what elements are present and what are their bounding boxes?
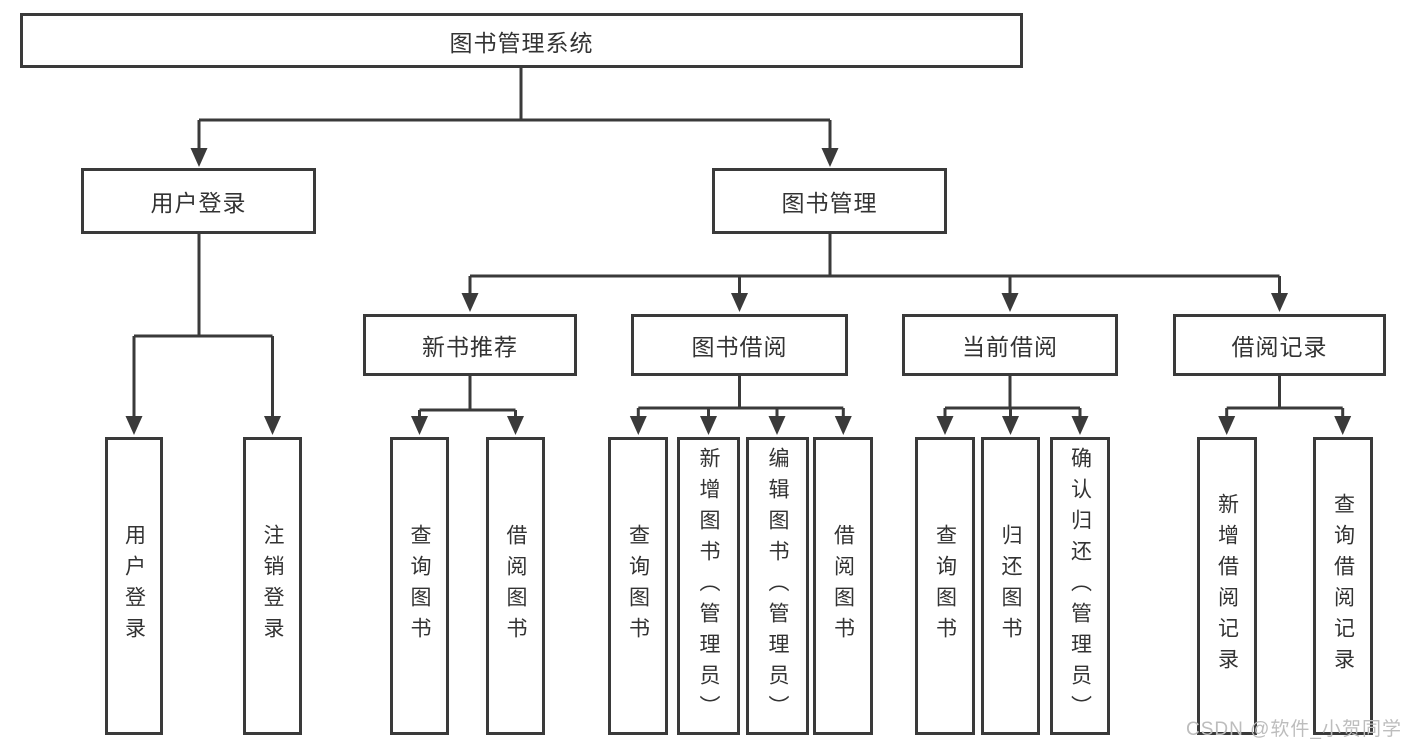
leaf-return-books: 归还图书	[981, 437, 1040, 735]
leaf-label: 查询借阅记录	[1331, 493, 1355, 679]
leaf-logout: 注销登录	[243, 437, 302, 735]
leaf-borrow-books-recommend: 借阅图书	[486, 437, 545, 735]
leaf-label: 归还图书	[999, 524, 1022, 648]
leaf-confirm-return-admin: 确认归还（管理员）	[1050, 437, 1110, 735]
leaf-add-borrow-record: 新增借阅记录	[1197, 437, 1257, 735]
node-book-borrow: 图书借阅	[631, 314, 848, 376]
leaf-user-login: 用户登录	[105, 437, 163, 735]
leaf-query-books-borrow: 查询图书	[608, 437, 668, 735]
leaf-label: 确认归还（管理员）	[1068, 446, 1092, 726]
node-label: 新书推荐	[422, 334, 518, 360]
node-label: 当前借阅	[962, 334, 1058, 360]
leaf-label: 查询图书	[933, 524, 957, 648]
leaf-label: 查询图书	[408, 524, 431, 648]
leaf-label: 注销登录	[261, 524, 284, 648]
node-label: 用户登录	[150, 190, 247, 216]
leaf-query-books-recommend: 查询图书	[390, 437, 449, 735]
node-current-borrow: 当前借阅	[902, 314, 1118, 376]
node-label: 借阅记录	[1231, 334, 1328, 360]
csdn-watermark: CSDN @软件_小贺同学	[1186, 719, 1402, 740]
leaf-label: 新增借阅记录	[1215, 493, 1239, 679]
leaf-edit-books-admin: 编辑图书（管理员）	[746, 437, 809, 735]
node-label: 图书借阅	[691, 334, 788, 360]
leaf-label: 借阅图书	[831, 524, 855, 648]
node-library-system: 图书管理系统	[20, 13, 1023, 68]
node-new-book-recommend: 新书推荐	[363, 314, 577, 376]
leaf-query-borrow-record: 查询借阅记录	[1313, 437, 1373, 735]
node-borrow-records: 借阅记录	[1173, 314, 1386, 376]
leaf-query-books-current: 查询图书	[915, 437, 975, 735]
node-label: 图书管理	[781, 190, 878, 216]
leaf-label: 借阅图书	[504, 524, 527, 648]
node-label: 图书管理系统	[449, 29, 594, 56]
leaf-borrow-books: 借阅图书	[813, 437, 873, 735]
leaf-label: 新增图书（管理员）	[697, 446, 720, 726]
leaf-label: 编辑图书（管理员）	[766, 446, 789, 726]
leaf-label: 查询图书	[626, 524, 650, 648]
node-book-management: 图书管理	[712, 168, 947, 234]
node-user-login-branch: 用户登录	[81, 168, 316, 234]
leaf-add-books-admin: 新增图书（管理员）	[677, 437, 740, 735]
leaf-label: 用户登录	[122, 524, 146, 648]
